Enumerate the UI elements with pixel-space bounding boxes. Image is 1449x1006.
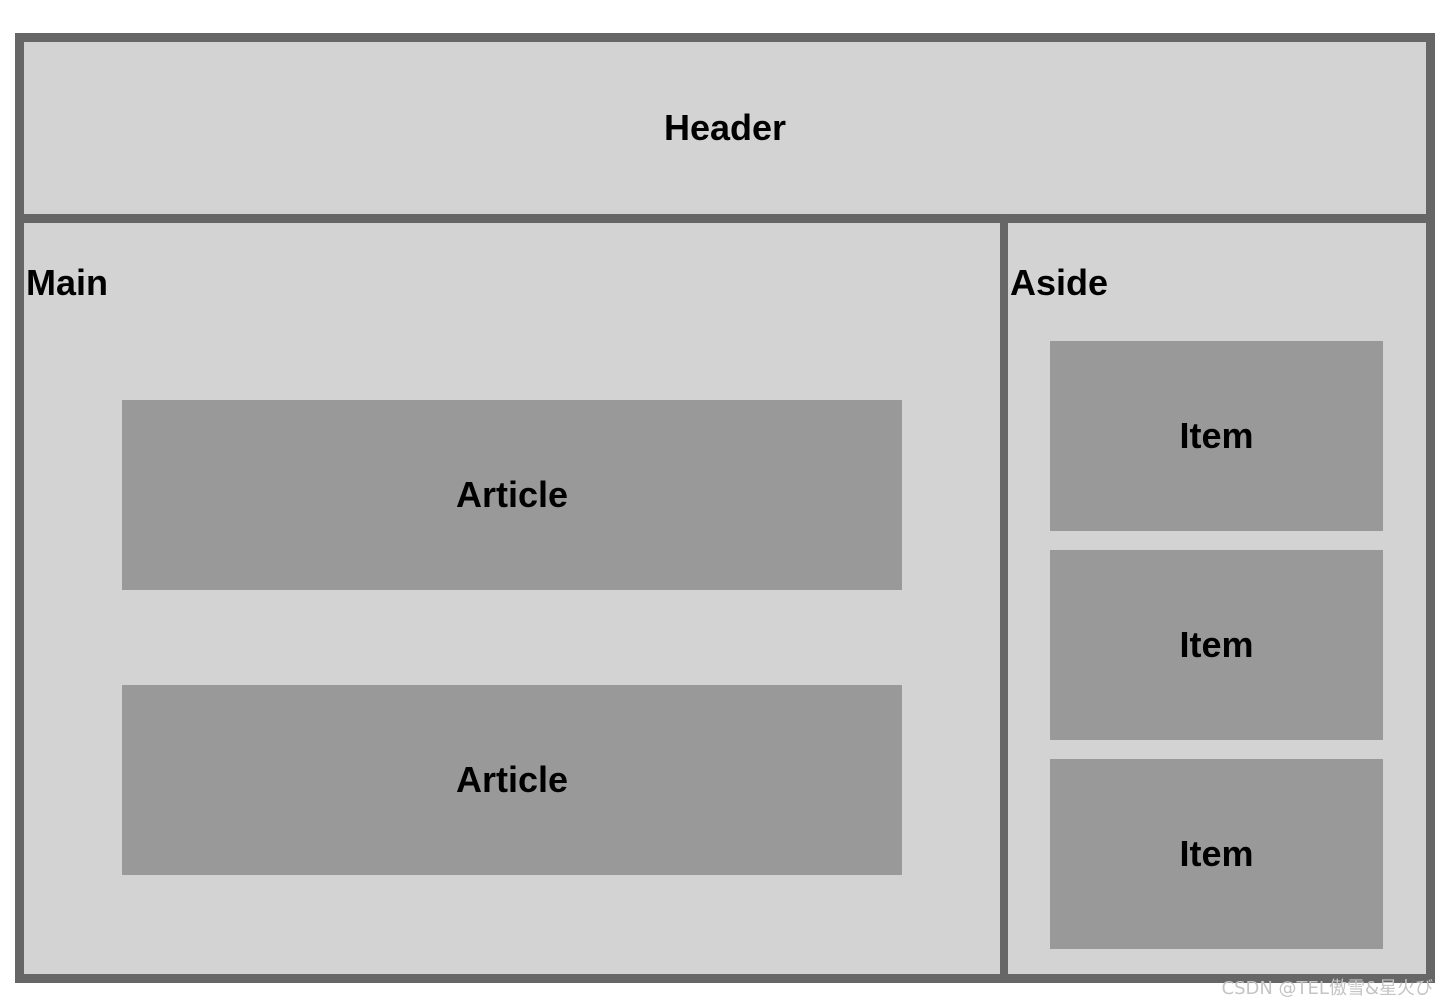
article-block: Article: [122, 685, 902, 875]
item-label: Item: [1179, 624, 1254, 665]
aside-item: Item: [1050, 759, 1383, 949]
item-label: Item: [1179, 415, 1254, 456]
aside-region: Aside Item Item Item: [1008, 223, 1426, 974]
header-label: Header: [663, 107, 787, 148]
aside-item: Item: [1050, 550, 1383, 740]
main-region: Main Article Article: [24, 223, 1008, 974]
main-label: Main: [26, 262, 109, 303]
item-label: Item: [1179, 833, 1254, 874]
layout-frame: Header Main Article Article Aside Item I…: [15, 33, 1435, 983]
article-label: Article: [455, 759, 569, 800]
watermark-text: CSDN @TEL傲雪&星火び: [1221, 978, 1433, 999]
article-block: Article: [122, 400, 902, 590]
header-region: Header: [24, 42, 1426, 223]
aside-item: Item: [1050, 341, 1383, 531]
aside-label: Aside: [1010, 262, 1109, 303]
article-label: Article: [455, 474, 569, 515]
